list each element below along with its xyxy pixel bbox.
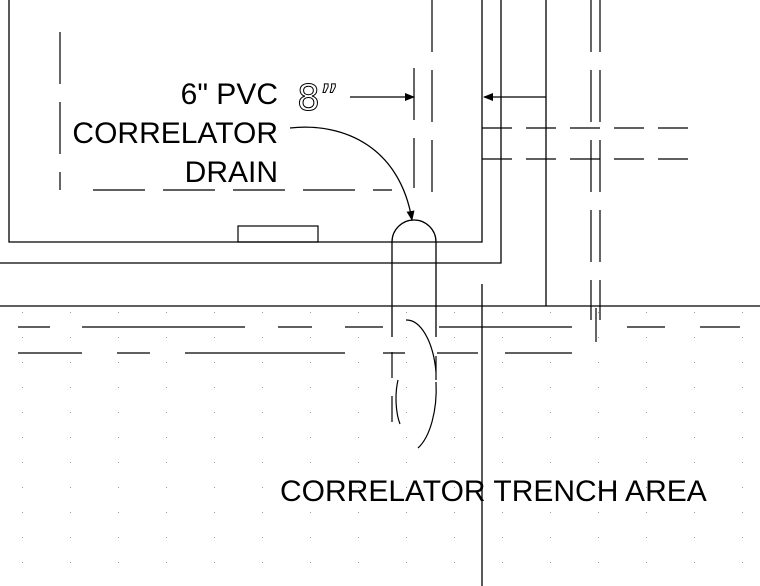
callout-line-2: CORRELATOR	[72, 117, 278, 150]
callout-leader	[289, 126, 415, 221]
callout-line-3: DRAIN	[185, 156, 278, 189]
building-walls	[0, 0, 547, 306]
callout-line-1: 6" PVC	[181, 78, 278, 111]
trench-hidden-lines	[18, 308, 740, 354]
drain-pipe-hidden	[391, 319, 437, 449]
service-hidden-lines	[482, 127, 700, 160]
pad-rect	[237, 225, 319, 243]
dimension-label: 8”	[297, 78, 339, 119]
trench-area-label: CORRELATOR TRENCH AREA	[280, 475, 707, 508]
footing-hidden-lines	[59, 0, 601, 320]
trench-area-hatch	[0, 307, 760, 586]
